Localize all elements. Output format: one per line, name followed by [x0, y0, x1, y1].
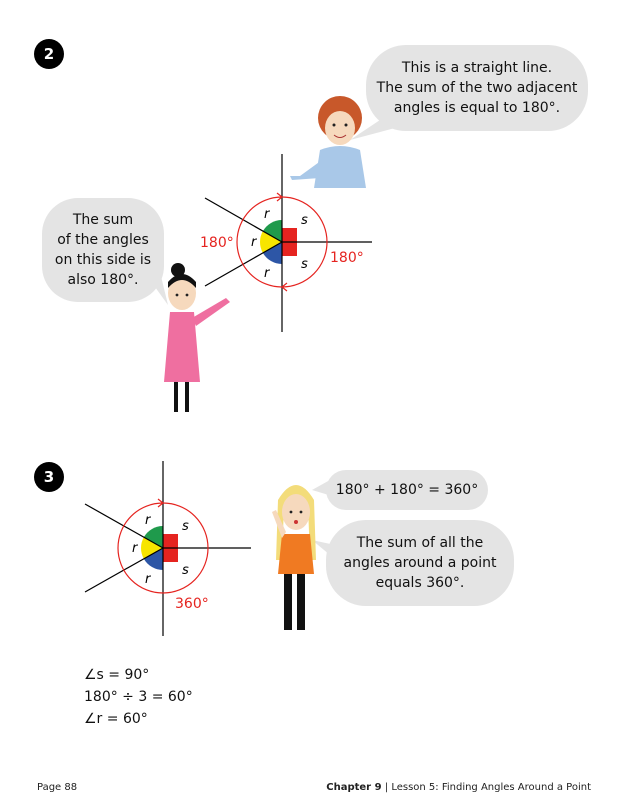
label-s: s	[301, 213, 308, 228]
angle-r-left-sector	[141, 537, 163, 559]
angle-r-left-sector	[260, 231, 282, 253]
divider: |	[384, 782, 389, 793]
bubble-line: 180° + 180° = 360°	[335, 482, 479, 498]
working-line: ∠r = 60°	[84, 711, 148, 727]
label-180-right: 180°	[330, 250, 364, 266]
label-360: 360°	[175, 596, 209, 612]
label-s: s	[182, 519, 189, 534]
speech-bubble-sum: 180° + 180° = 360°	[326, 470, 488, 510]
arrow-left-icon	[281, 282, 288, 292]
page-number: Page 88	[37, 782, 78, 793]
working-steps: ∠s = 90° 180° ÷ 3 = 60° ∠r = 60°	[84, 664, 193, 730]
example-number-2: 2	[34, 39, 64, 69]
label-s: s	[301, 257, 308, 272]
girl-character-1	[164, 263, 230, 412]
bubble-tail	[312, 480, 332, 496]
bubble-line: also 180°.	[67, 272, 139, 288]
bubble-line: on this side is	[54, 252, 152, 268]
label-s: s	[182, 563, 189, 578]
label-r: r	[251, 235, 258, 250]
bubble-tail	[350, 120, 395, 140]
chapter-footer: Chapter 9 | Lesson 5: Finding Angles Aro…	[326, 782, 591, 793]
bubble-line: This is a straight line.	[401, 60, 553, 76]
bubble-line: angles is equal to 180°.	[393, 100, 561, 116]
bubble-line: angles around a point	[343, 555, 497, 571]
arrow-right-icon	[157, 498, 164, 508]
bubble-line: The sum	[72, 212, 134, 228]
girl-character-2	[272, 485, 316, 630]
lower-ray	[204, 241, 283, 287]
bubble-line: equals 360°.	[375, 575, 465, 591]
angle-r-top-sector	[262, 220, 282, 242]
label-180-left: 180°	[200, 235, 234, 251]
bubble-line: of the angles	[57, 232, 149, 248]
label-r: r	[145, 572, 152, 587]
arrow-right-icon	[276, 192, 283, 202]
example-number-3: 3	[34, 462, 64, 492]
bubble-line: The sum of the two adjacent	[376, 80, 578, 96]
label-r: r	[264, 207, 271, 222]
working-line: 180° ÷ 3 = 60°	[84, 689, 193, 705]
upper-ray	[204, 197, 283, 243]
speech-bubble-360: The sum of all the angles around a point…	[326, 520, 514, 606]
speech-bubble-boy: This is a straight line. The sum of the …	[366, 45, 588, 131]
label-r: r	[264, 266, 271, 281]
angle-r-bottom-sector	[262, 242, 282, 264]
angle-diagram-2: r r r s s 360°	[84, 461, 251, 636]
angle-r-bottom-sector	[143, 548, 163, 570]
angle-r-top-sector	[143, 526, 163, 548]
bubble-tail	[312, 540, 336, 560]
label-r: r	[132, 541, 139, 556]
bubble-tail	[150, 272, 168, 305]
bubble-line: The sum of all the	[356, 535, 484, 551]
label-r: r	[145, 513, 152, 528]
angle-diagram-1: r r r s s 180° 180°	[200, 154, 372, 332]
boy-character	[290, 96, 366, 188]
working-line: ∠s = 90°	[84, 667, 150, 683]
speech-bubble-girl: The sum of the angles on this side is al…	[42, 198, 164, 302]
lesson-label: Lesson 5: Finding Angles Around a Point	[391, 782, 591, 793]
chapter-label: Chapter 9	[326, 782, 382, 793]
